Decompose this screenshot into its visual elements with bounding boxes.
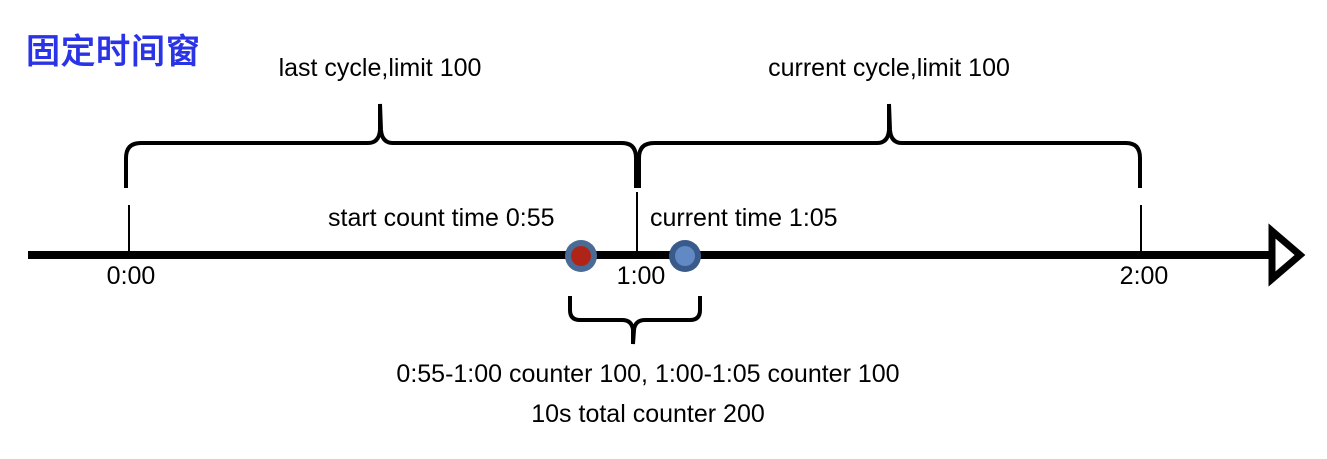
last-cycle-brace bbox=[124, 103, 638, 188]
start-count-time-label: start count time 0:55 bbox=[328, 204, 555, 232]
axis-tick-label-0-00: 0:00 bbox=[106, 262, 156, 290]
arrow-head-right-icon bbox=[1268, 223, 1306, 287]
start-count-time-marker[interactable] bbox=[565, 240, 597, 272]
current-time-label: current time 1:05 bbox=[650, 204, 838, 232]
counter-window-brace bbox=[568, 296, 702, 345]
counter-breakdown-caption: 0:55-1:00 counter 100, 1:00-1:05 counter… bbox=[396, 360, 900, 388]
current-time-marker[interactable] bbox=[669, 240, 701, 272]
axis-tick-label-2-00: 2:00 bbox=[1119, 262, 1169, 290]
page-title: 固定时间窗 bbox=[26, 33, 201, 71]
total-counter-caption: 10s total counter 200 bbox=[531, 400, 765, 428]
axis-tick-label-1-00: 1:00 bbox=[616, 262, 666, 290]
current-cycle-label: current cycle,limit 100 bbox=[768, 54, 1010, 82]
current-cycle-brace bbox=[637, 103, 1142, 188]
last-cycle-label: last cycle,limit 100 bbox=[278, 54, 482, 82]
